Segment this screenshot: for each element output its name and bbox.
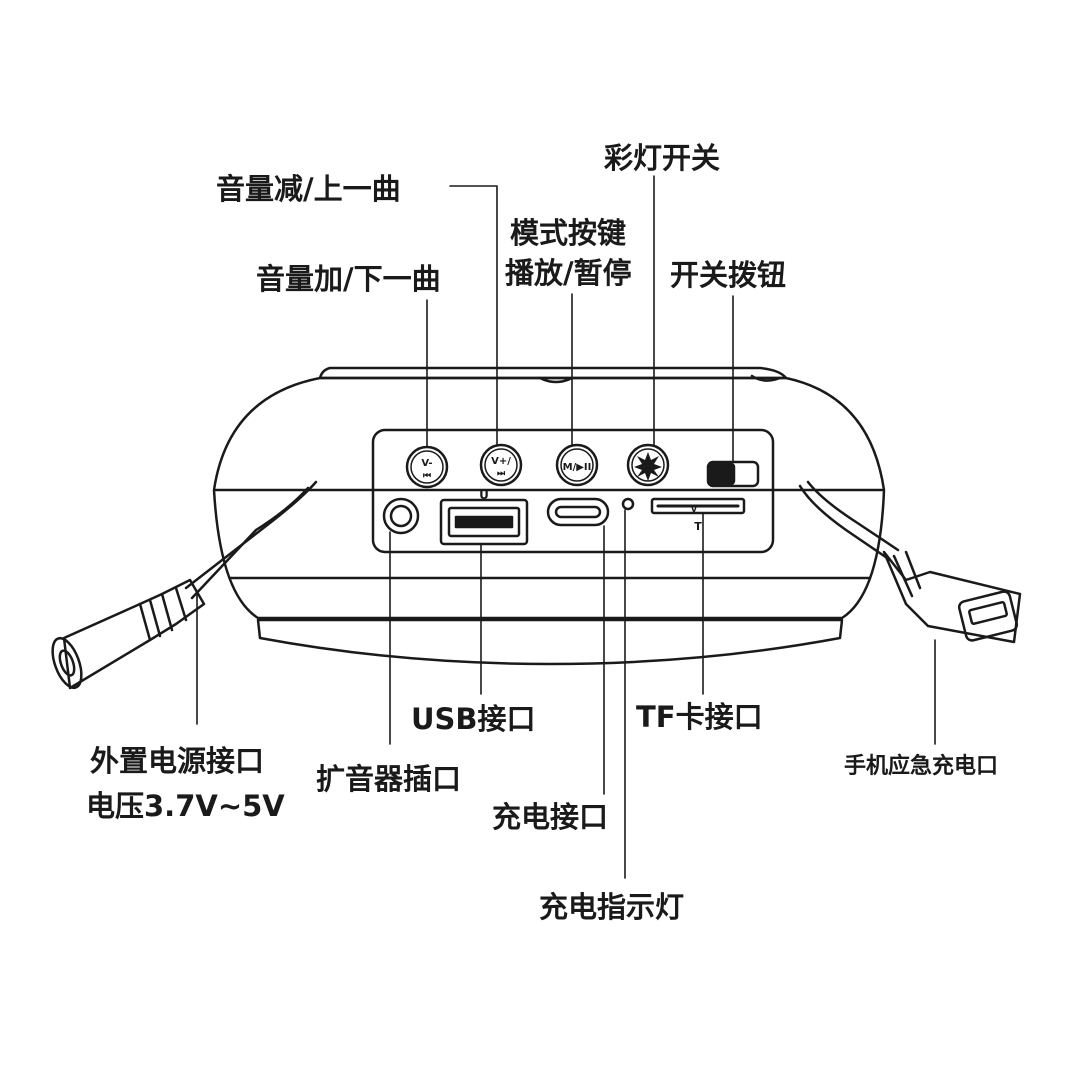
label-ext-power: 外置电源接口 xyxy=(90,744,265,778)
mode-play-pause-glyph: M/▶II xyxy=(563,462,592,473)
label-charge-port: 充电接口 xyxy=(492,800,609,834)
vol-up-button xyxy=(479,443,523,487)
label-light-switch: 彩灯开关 xyxy=(604,141,721,175)
tf-mark: T xyxy=(694,520,702,533)
mode-button xyxy=(555,443,599,487)
charge-led-dot xyxy=(621,497,635,511)
label-charge-led: 充电指示灯 xyxy=(539,890,685,924)
type-c-port-socket xyxy=(546,497,610,527)
label-amp-jack: 扩音器插口 xyxy=(316,762,462,796)
callout-vol-down xyxy=(449,185,498,447)
label-vol-up-next: 音量加/下一曲 xyxy=(256,262,441,296)
speaker-top-lid xyxy=(318,366,788,380)
right-cable xyxy=(798,484,892,562)
label-phone-charge: 手机应急充电口 xyxy=(844,754,999,779)
left-cable-connector xyxy=(62,578,206,690)
label-power-toggle: 开关拨钮 xyxy=(670,258,787,292)
label-tf-port: TF卡接口 xyxy=(636,700,763,734)
label-vol-down-prev: 音量减/上一曲 xyxy=(216,172,401,206)
left-cable-plug-end xyxy=(51,636,83,690)
usb-mark: U xyxy=(479,488,489,502)
phone-charge-usb-socket xyxy=(957,590,1019,642)
light-burst-icon xyxy=(634,452,662,481)
label-mode-key: 模式按键 xyxy=(510,216,627,250)
speaker-body xyxy=(212,376,886,620)
light-button xyxy=(626,443,670,487)
usb-port-socket xyxy=(439,498,529,546)
power-toggle-knob xyxy=(708,462,736,486)
label-usb-port: USB接口 xyxy=(411,702,536,736)
prev-track-icon: ⏮ xyxy=(423,471,431,481)
tf-slot-mark: V xyxy=(691,505,698,514)
tf-card-slot xyxy=(650,497,746,515)
vol-down-glyph: V- xyxy=(421,458,432,469)
label-voltage: 电压3.7V~5V xyxy=(86,789,285,823)
amp-jack-socket xyxy=(382,497,420,535)
label-play-pause: 播放/暂停 xyxy=(505,256,632,290)
next-track-icon: ⏭ xyxy=(497,469,506,479)
vol-up-glyph: V+/ xyxy=(491,456,511,467)
control-panel xyxy=(371,428,775,554)
speaker-base xyxy=(256,618,844,666)
right-cable-connector xyxy=(882,550,1022,644)
